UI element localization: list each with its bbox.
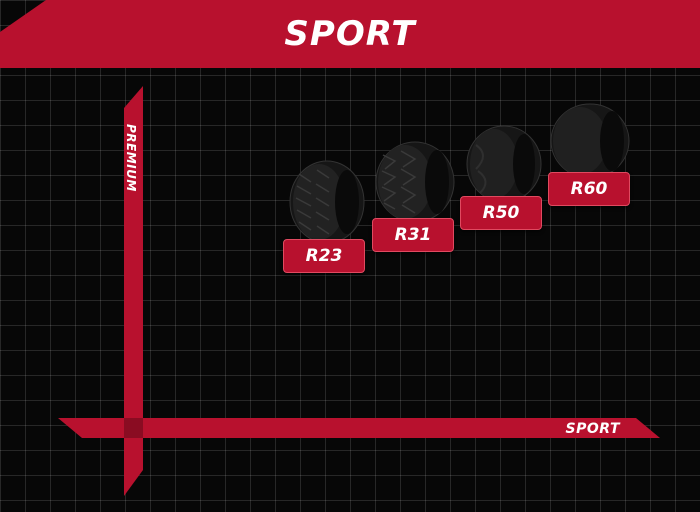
tire-r60[interactable] (550, 103, 630, 179)
x-axis-bar (58, 418, 660, 438)
x-axis-label: SPORT (565, 421, 620, 437)
tire-r31[interactable] (375, 141, 455, 223)
r23-tire-icon (289, 160, 365, 244)
axis-overlap (124, 418, 143, 438)
r31-tire-icon (375, 141, 455, 223)
badge-r23[interactable]: R23 (283, 239, 365, 273)
tire-r23[interactable] (289, 160, 365, 244)
badge-r60[interactable]: R60 (548, 172, 630, 206)
header-banner: SPORT (0, 0, 700, 68)
r60-tire-icon (550, 103, 630, 179)
badge-r31[interactable]: R31 (372, 218, 454, 252)
tire-r50[interactable] (466, 125, 542, 203)
y-axis-label: PREMIUM (124, 124, 138, 192)
r50-tire-icon (466, 125, 542, 203)
header-banner-shape (0, 0, 700, 68)
page-title: SPORT (284, 14, 416, 54)
y-axis-bar (124, 86, 143, 496)
badge-r50[interactable]: R50 (460, 196, 542, 230)
